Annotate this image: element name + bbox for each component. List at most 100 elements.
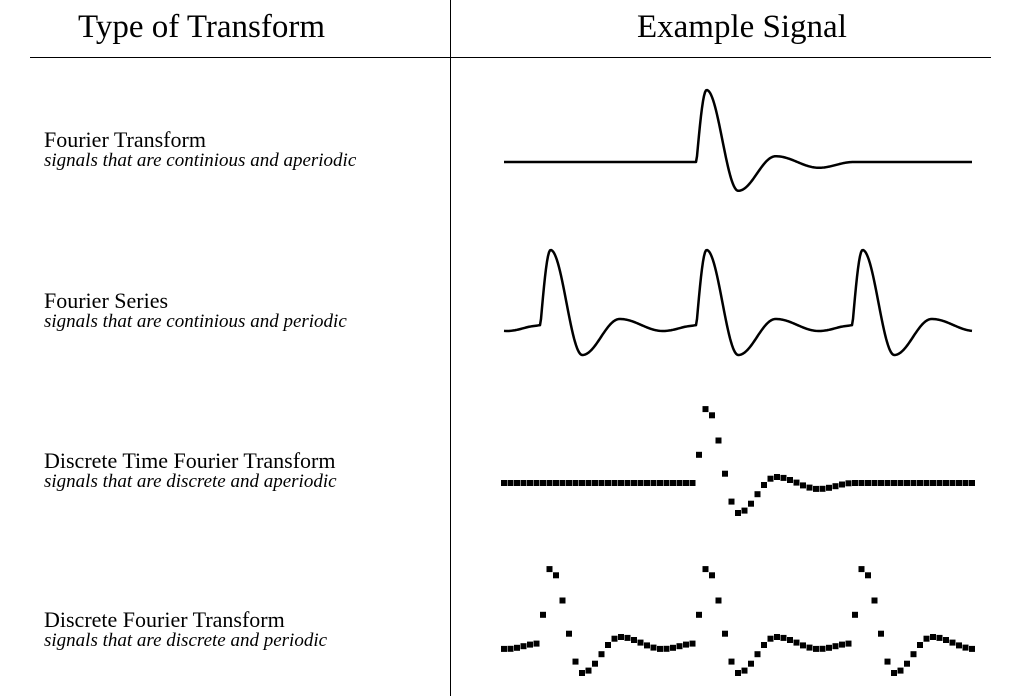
- signal-sample: [592, 660, 598, 667]
- signal-sample: [546, 566, 553, 573]
- signal-sample: [884, 658, 891, 665]
- row-description: signals that are discrete and periodic: [44, 630, 328, 651]
- signal-sample: [962, 644, 969, 651]
- signal-sample: [748, 500, 754, 507]
- signal-sample: [839, 481, 845, 488]
- signal-sample: [969, 645, 975, 652]
- signal-sample: [514, 480, 520, 486]
- signal-sample: [748, 660, 754, 667]
- header-divider: [30, 57, 991, 58]
- signal-sample: [878, 630, 884, 637]
- signal-sample: [559, 597, 566, 604]
- signal-sample: [949, 480, 956, 486]
- column-header-type: Type of Transform: [78, 9, 326, 45]
- signal-sample: [624, 634, 631, 641]
- signal-sample: [520, 643, 527, 650]
- signal-sample: [722, 630, 728, 637]
- signal-sample: [676, 480, 683, 486]
- signal-sample: [637, 639, 644, 646]
- signal-sample: [839, 641, 845, 648]
- signal-sample: [774, 474, 780, 480]
- signal-sample: [566, 630, 572, 637]
- signal-sample: [553, 572, 559, 579]
- signal-sample: [910, 651, 917, 658]
- signal-sample: [611, 635, 618, 642]
- signal-sample: [579, 670, 585, 676]
- signal-sample: [871, 597, 878, 604]
- signal-sample: [657, 645, 663, 652]
- signal-sample: [527, 641, 533, 648]
- signal-sample: [943, 480, 949, 486]
- signal-sample: [865, 572, 871, 579]
- signal-sample: [897, 667, 904, 674]
- signal-sample: [930, 634, 936, 640]
- signal-sample: [832, 643, 839, 650]
- signal-sample: [858, 480, 865, 486]
- signal-sample: [936, 480, 943, 486]
- signal-sample: [800, 642, 806, 649]
- signal-sample: [865, 480, 871, 486]
- signal-sample: [722, 470, 728, 477]
- signal-sample: [663, 480, 670, 486]
- signal-sample: [533, 480, 540, 486]
- signal-sample: [767, 635, 774, 642]
- signal-sample: [891, 480, 897, 486]
- signal-sample: [741, 667, 748, 674]
- signal-sample: [572, 658, 579, 665]
- signal-sample: [780, 634, 787, 641]
- signal-sample: [624, 480, 631, 486]
- signal-sample: [598, 651, 605, 658]
- row-description: signals that are continious and aperiodi…: [44, 150, 357, 171]
- signal-sample: [644, 642, 650, 649]
- signal-sample: [930, 480, 936, 486]
- signal-discrete-aperiodic: [501, 406, 975, 516]
- signal-sample: [605, 480, 611, 486]
- signal-sample: [709, 572, 715, 579]
- signal-sample: [858, 566, 865, 573]
- signal-sample: [813, 645, 819, 652]
- signal-sample: [826, 644, 832, 651]
- signal-sample: [592, 480, 598, 486]
- row-fourier-transform: Fourier Transform signals that are conti…: [44, 129, 357, 171]
- signal-sample: [819, 645, 826, 652]
- signal-sample: [676, 643, 683, 650]
- signal-sample: [507, 645, 514, 652]
- row-fourier-series: Fourier Series signals that are continio…: [44, 288, 347, 332]
- row-dft: Discrete Fourier Transform signals that …: [44, 607, 328, 651]
- signal-sample: [741, 507, 748, 514]
- row-title: Fourier Series: [44, 288, 169, 313]
- signal-sample: [761, 642, 767, 648]
- signal-sample: [611, 480, 618, 486]
- signal-continuous-periodic: [503, 248, 973, 357]
- signal-sample: [735, 670, 741, 676]
- signal-sample: [956, 480, 962, 486]
- signal-sample: [553, 480, 559, 486]
- signal-sample: [962, 480, 969, 486]
- signal-sample: [540, 611, 546, 618]
- signal-sample: [735, 510, 741, 516]
- row-description: signals that are continious and periodic: [44, 311, 347, 332]
- signal-sample: [923, 480, 930, 486]
- signal-sample: [728, 658, 735, 665]
- signal-sample: [806, 644, 813, 651]
- signal-sample: [520, 480, 527, 486]
- row-title: Discrete Fourier Transform: [44, 607, 285, 632]
- signal-sample: [566, 480, 572, 486]
- signal-sample: [650, 480, 657, 486]
- signal-sample: [618, 480, 624, 486]
- signal-sample: [533, 640, 540, 647]
- signal-sample: [917, 642, 923, 648]
- signal-sample: [813, 485, 819, 492]
- signal-sample: [689, 640, 696, 647]
- signal-sample: [637, 480, 644, 486]
- row-description: signals that are discrete and aperiodic: [44, 471, 337, 492]
- signal-discrete-periodic: [501, 566, 975, 676]
- signal-sample: [702, 566, 709, 573]
- signal-sample: [754, 651, 761, 658]
- signal-sample: [852, 480, 858, 486]
- signal-sample: [845, 480, 852, 487]
- signal-sample: [832, 483, 839, 490]
- signal-sample: [819, 485, 826, 492]
- signal-sample: [891, 670, 897, 676]
